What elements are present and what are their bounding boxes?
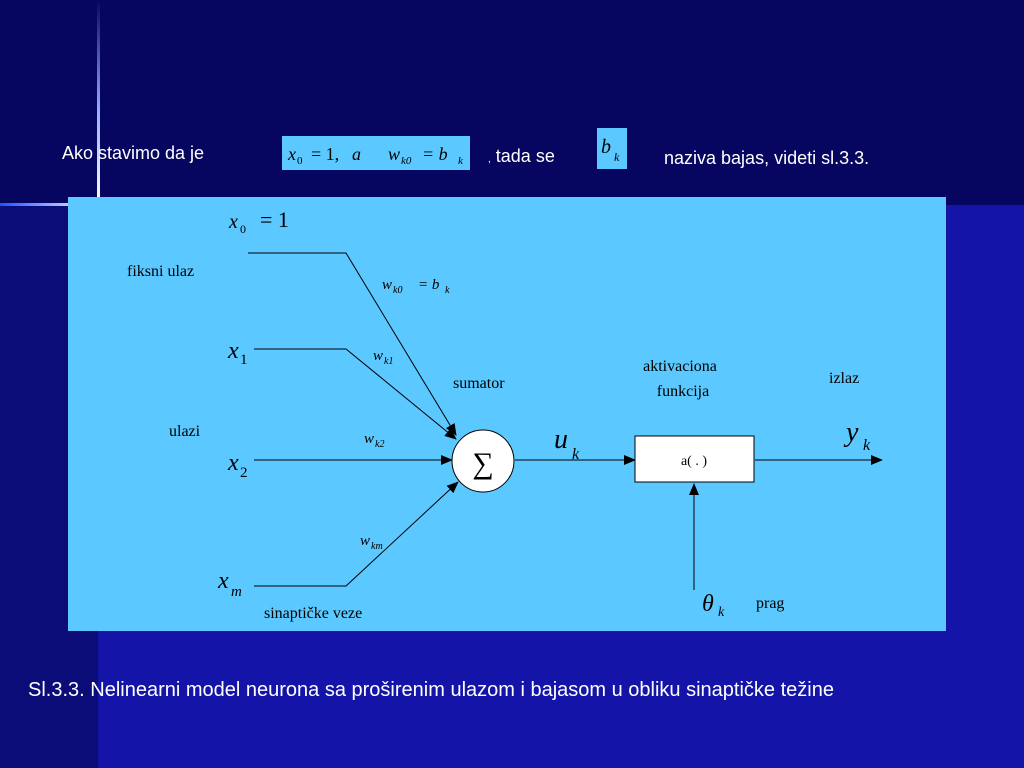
formula-x0-sub: 0 <box>297 155 303 167</box>
aktivaciona-label: aktivaciona <box>643 358 717 375</box>
wkm-label: w <box>360 533 370 549</box>
funkcija-label: funkcija <box>657 383 709 400</box>
formula-a: a <box>352 144 361 164</box>
wkm-sub: km <box>371 541 383 552</box>
fiksni-ulaz-label: fiksni ulaz <box>127 263 194 280</box>
formula-eq2: = b <box>422 144 448 164</box>
x1-sub: 1 <box>240 352 248 368</box>
formula-w-sub: k0 <box>401 155 412 167</box>
uk-label: u <box>554 424 568 455</box>
bk-svg: b k <box>601 136 620 164</box>
formula-eq1: = 1, <box>311 144 339 164</box>
bk-b: b <box>601 136 611 158</box>
sinapticke-label: sinaptičke veze <box>264 605 362 622</box>
bk-sub: k <box>614 150 620 164</box>
izlaz-label: izlaz <box>829 370 859 387</box>
intro-text: Ako stavimo da je <box>62 143 205 163</box>
figure-caption: Sl.3.3. Nelinearni model neurona sa proš… <box>28 679 834 701</box>
formula-svg: x 0 = 1, a w k0 = b k <box>287 144 464 167</box>
tada-text: , tada se <box>488 146 555 167</box>
xm-sub: m <box>231 584 242 600</box>
x2-label: x <box>227 450 239 476</box>
edge-x0 <box>248 252 457 436</box>
edge-xm <box>254 481 459 587</box>
neuron-diagram-svg: ∑ a( . ) x 0 = 1 fiksni ulaz w k0 = b k … <box>127 207 883 622</box>
ulazi-label: ulazi <box>169 423 201 440</box>
accent-line-vertical <box>97 0 100 205</box>
activation-label: a( . ) <box>681 454 707 469</box>
x2-sub: 2 <box>240 465 248 481</box>
uk-sub: k <box>572 446 580 463</box>
theta-label: θ <box>702 591 714 617</box>
activation-box <box>634 435 755 483</box>
prag-label: prag <box>756 595 784 612</box>
background-top <box>0 0 1024 205</box>
neuron-diagram: ∑ a( . ) x 0 = 1 fiksni ulaz w k0 = b k … <box>68 197 946 631</box>
x1-label: x <box>227 338 239 364</box>
theta-sub: k <box>718 605 725 620</box>
formula-box: x 0 = 1, a w k0 = b k <box>282 136 470 170</box>
yk-sub: k <box>863 437 871 454</box>
wk2-sub: k2 <box>375 439 384 450</box>
formula-x0: x <box>287 144 296 164</box>
naziva-text: naziva bajas, videti sl.3.3. <box>664 148 870 168</box>
wk0-label: w <box>382 277 392 293</box>
wk0-sub: k0 <box>393 285 402 296</box>
yk-label: y <box>843 417 859 448</box>
tada-comma: , <box>488 154 491 165</box>
formula-w: w <box>388 144 400 164</box>
x0-label: x <box>228 211 238 233</box>
x0-sub: 0 <box>240 222 246 236</box>
sumator-label: sumator <box>453 375 505 392</box>
wk0-eq: = b <box>418 277 440 293</box>
wk0-bsub: k <box>445 285 450 296</box>
wk1-sub: k1 <box>384 356 393 367</box>
formula-b-sub: k <box>458 155 464 167</box>
x0-eq: = 1 <box>260 207 289 232</box>
xm-label: x <box>217 568 229 594</box>
edge-x1 <box>254 348 457 440</box>
sigma-symbol: ∑ <box>472 447 493 480</box>
wk1-label: w <box>373 348 383 364</box>
tada-label: tada se <box>490 146 555 166</box>
summation-node <box>451 429 515 493</box>
wk2-label: w <box>364 431 374 447</box>
accent-line-horizontal <box>0 203 98 206</box>
bk-box: b k <box>597 128 627 169</box>
